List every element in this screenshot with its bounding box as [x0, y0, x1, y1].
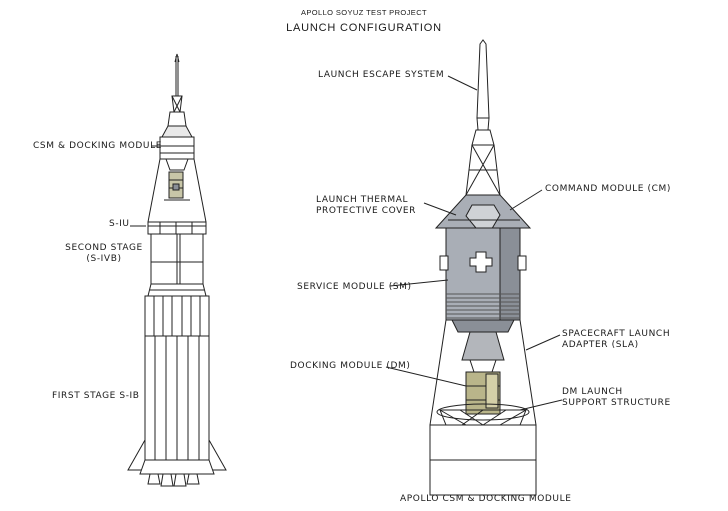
label-s-iu: S-IU — [109, 219, 130, 229]
label-service-module: SERVICE MODULE (SM) — [297, 282, 412, 292]
label-dm-launch-support-structure: DM LAUNCH SUPPORT STRUCTURE — [562, 387, 671, 409]
label-launch-thermal-protective-cover: LAUNCH THERMAL PROTECTIVE COVER — [316, 195, 416, 217]
left-leader-lines — [130, 145, 162, 227]
label-csm-docking-module: CSM & DOCKING MODULE — [33, 141, 162, 151]
label-launch-thermal-line2: PROTECTIVE COVER — [316, 206, 416, 216]
caption-apollo-csm-docking-module: APOLLO CSM & DOCKING MODULE — [400, 494, 572, 504]
label-second-stage: SECOND STAGE (S-IVB) — [61, 243, 147, 265]
right-leader-lines — [385, 75, 563, 411]
label-docking-module: DOCKING MODULE (DM) — [290, 361, 411, 371]
label-sla-line1: SPACECRAFT LAUNCH — [562, 329, 671, 339]
label-dm-support-line1: DM LAUNCH — [562, 387, 623, 397]
label-second-stage-line2: (S-IVB) — [86, 254, 122, 264]
saturn-ib-rocket — [127, 53, 227, 487]
apollo-csm-stack — [429, 39, 537, 496]
project-title: APOLLO SOYUZ TEST PROJECT — [300, 8, 427, 17]
label-launch-escape-system: LAUNCH ESCAPE SYSTEM — [318, 70, 445, 80]
diagram-title: LAUNCH CONFIGURATION — [286, 22, 442, 34]
label-dm-support-line2: SUPPORT STRUCTURE — [562, 398, 671, 408]
label-command-module: COMMAND MODULE (CM) — [545, 184, 671, 194]
label-first-stage: FIRST STAGE S-IB — [52, 391, 140, 401]
label-launch-thermal-line1: LAUNCH THERMAL — [316, 195, 409, 205]
label-second-stage-line1: SECOND STAGE — [65, 243, 143, 253]
label-spacecraft-launch-adapter: SPACECRAFT LAUNCH ADAPTER (SLA) — [562, 329, 670, 351]
label-sla-line2: ADAPTER (SLA) — [562, 340, 639, 350]
